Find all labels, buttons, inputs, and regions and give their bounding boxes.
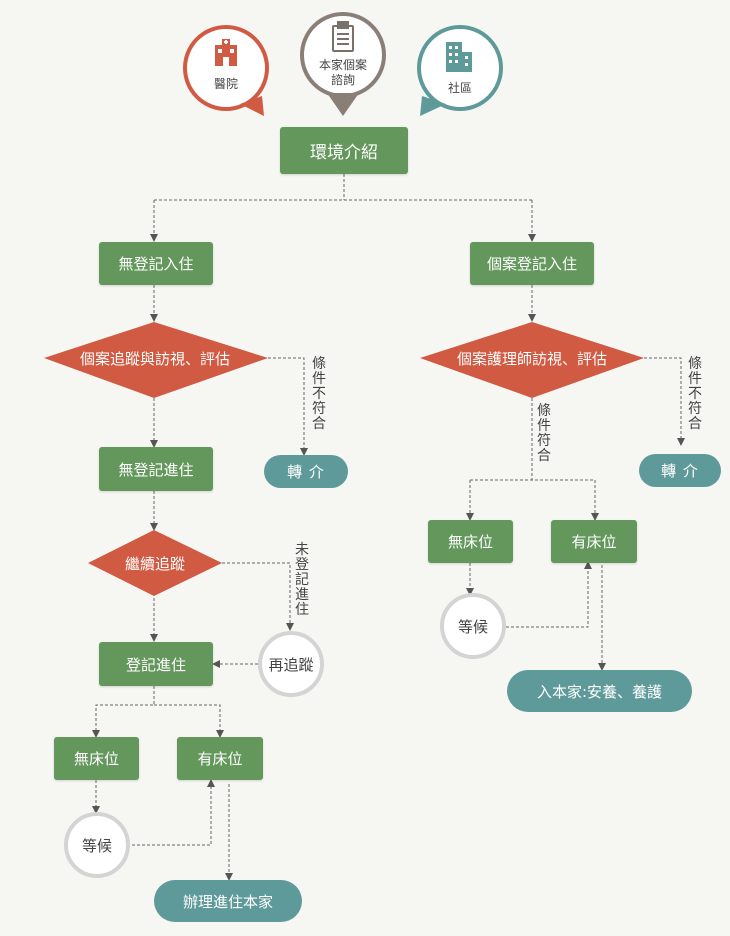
left-final-pill: 辦理進住本家 xyxy=(154,880,302,922)
clipboard-icon xyxy=(332,21,354,52)
left-has-bed-box: 有床位 xyxy=(177,737,263,780)
left-referral-pill: 轉 介 xyxy=(264,455,348,488)
left-retrack-circle: 再追蹤 xyxy=(258,631,324,697)
family-label-line1: 本家個案 xyxy=(318,58,367,72)
left-registered-enter-box: 登記進住 xyxy=(99,642,213,686)
right-has-bed-box: 有床位 xyxy=(551,520,637,563)
left-unregistered-enter-box: 無登記進住 xyxy=(99,447,213,491)
left-no-bed-box: 無床位 xyxy=(54,737,139,780)
hospital-icon xyxy=(215,39,237,66)
community-label: 社區 xyxy=(447,81,472,95)
left-continue-diamond xyxy=(88,530,222,596)
family-label-line2: 諮詢 xyxy=(330,73,355,87)
right-registered-stay-box: 個案登記入住 xyxy=(470,242,594,285)
hospital-pin xyxy=(183,25,269,116)
intro-box: 環境介紹 xyxy=(280,127,408,174)
left-not-registered-label: 未登記進住 xyxy=(295,542,309,618)
right-visit-label: 個案護理師訪視、評估 xyxy=(456,349,607,368)
left-not-eligible-label: 條件不符合 xyxy=(312,356,326,432)
building-icon xyxy=(446,42,472,72)
family-pin xyxy=(300,12,386,116)
left-wait-circle: 等候 xyxy=(64,812,130,878)
left-tracking-label: 個案追蹤與訪視、評估 xyxy=(79,349,230,368)
left-tracking-diamond xyxy=(44,322,268,398)
left-unregistered-stay-box: 無登記入住 xyxy=(99,242,213,285)
right-final-pill: 入本家:安養、養護 xyxy=(507,670,692,712)
right-referral-pill: 轉 介 xyxy=(639,454,721,487)
right-no-bed-box: 無床位 xyxy=(428,520,513,563)
hospital-label: 醫院 xyxy=(213,77,238,91)
right-not-eligible-label: 條件不符合 xyxy=(688,356,702,432)
right-visit-diamond xyxy=(420,322,644,398)
left-continue-label: 繼續追蹤 xyxy=(124,554,185,573)
right-wait-circle: 等候 xyxy=(440,593,506,659)
right-eligible-label: 條件符合 xyxy=(537,403,551,464)
